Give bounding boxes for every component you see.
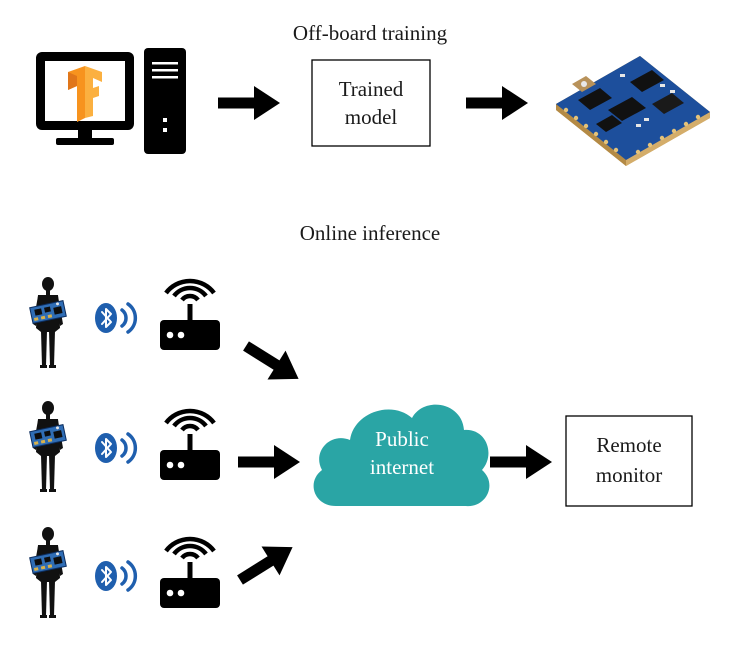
wireless-router-icon xyxy=(160,281,220,350)
trained-model-line1: Trained xyxy=(339,77,404,101)
inference-heading: Online inference xyxy=(300,221,441,245)
bluetooth-icon xyxy=(93,301,138,335)
arrow-cloud-to-monitor xyxy=(490,445,552,479)
arrow-router-1-to-cloud xyxy=(236,331,308,394)
sensor-board-icon xyxy=(556,56,710,166)
person-with-sensor-icon xyxy=(29,526,67,619)
desktop-computer-icon xyxy=(36,48,186,154)
tensorflow-logo-icon xyxy=(68,66,102,122)
bluetooth-icon xyxy=(93,559,138,593)
wireless-router-icon xyxy=(160,539,220,608)
arrow-router-2-to-cloud xyxy=(238,445,300,479)
remote-monitor-box: Remote monitor xyxy=(565,415,693,507)
arrow-to-model xyxy=(218,86,280,120)
public-internet-cloud: Public internet xyxy=(313,404,490,507)
arrow-to-board xyxy=(466,86,528,120)
trained-model-box: Trained model xyxy=(311,59,431,147)
wireless-router-icon xyxy=(160,411,220,480)
person-with-sensor-icon xyxy=(29,276,67,369)
arrow-router-3-to-cloud xyxy=(230,532,302,595)
cloud-line1: Public xyxy=(375,427,429,451)
training-heading: Off-board training xyxy=(293,21,448,45)
cloud-line2: internet xyxy=(370,455,434,479)
bluetooth-icon xyxy=(93,431,138,465)
trained-model-line2: model xyxy=(345,105,398,129)
person-with-sensor-icon xyxy=(29,400,67,493)
remote-monitor-line1: Remote xyxy=(596,433,661,457)
remote-monitor-line2: monitor xyxy=(596,463,663,487)
